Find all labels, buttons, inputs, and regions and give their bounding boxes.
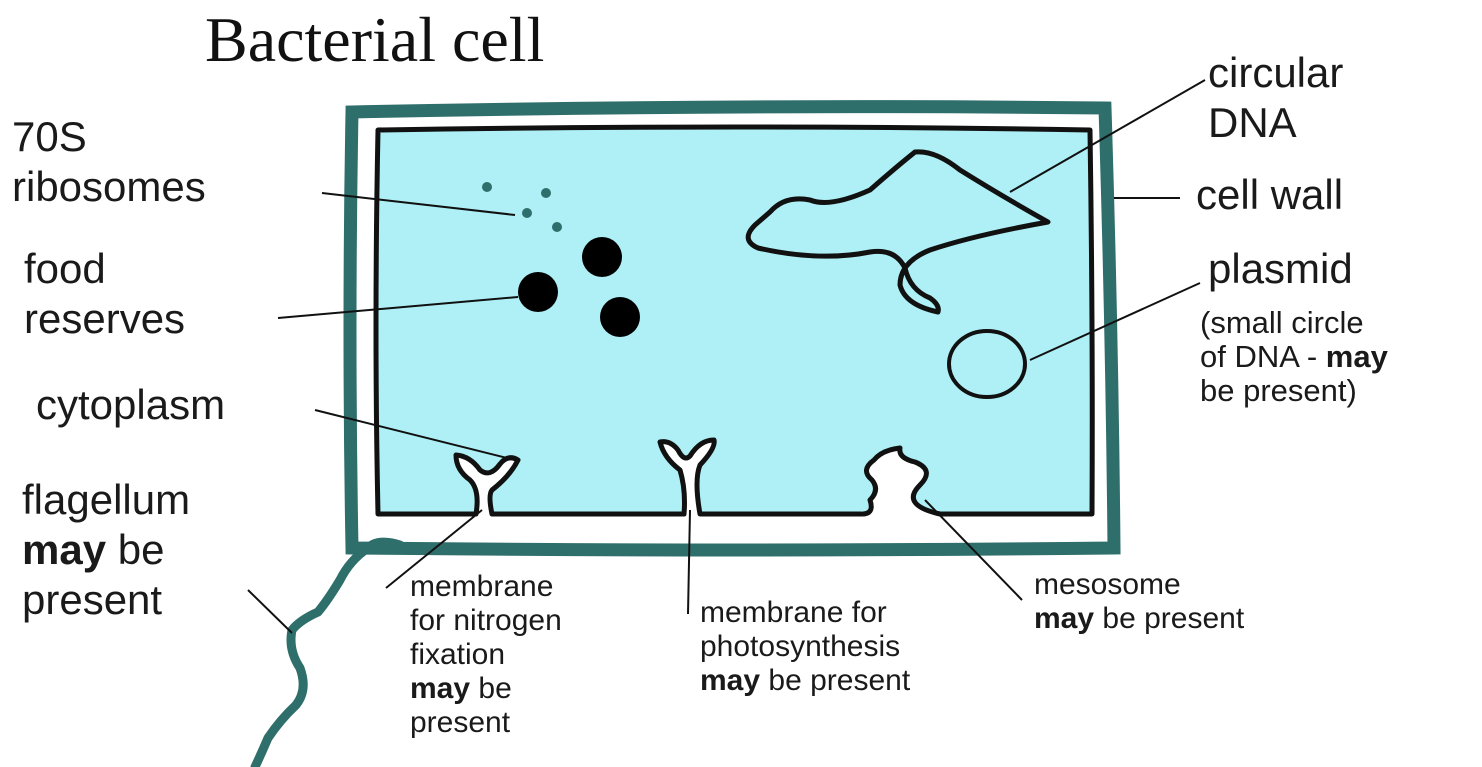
label-nitrogen-line1: membrane [410, 570, 562, 604]
label-nitrogen-be: be [470, 672, 512, 705]
label-ribosomes: 70S ribosomes [12, 112, 206, 212]
label-flagellum: flagellum may be present [22, 475, 190, 625]
label-cytoplasm: cytoplasm [36, 380, 225, 430]
label-nitrogen-line5: present [410, 706, 562, 740]
food-reserve [518, 272, 558, 312]
label-flagellum-line2: may be [22, 525, 190, 575]
ribosome [552, 222, 562, 232]
flagellum [255, 542, 400, 767]
label-circular-dna-line2: DNA [1208, 98, 1343, 148]
label-ribosomes-line1: 70S [12, 112, 206, 162]
diagram-title: Bacterial cell [205, 4, 544, 76]
label-nitrogen-line3: fixation [410, 638, 562, 672]
label-photosynthesis-line2: photosynthesis [700, 630, 910, 664]
food-reserve [600, 297, 640, 337]
label-photosynthesis-membrane: membrane for photosynthesis may be prese… [700, 596, 910, 698]
food-reserve [582, 237, 622, 277]
ribosome [541, 188, 551, 198]
label-nitrogen-line4: may be [410, 672, 562, 706]
label-food-reserves-line2: reserves [24, 294, 185, 344]
label-photosynthesis-be-present: be present [760, 664, 910, 697]
label-flagellum-line1: flagellum [22, 475, 190, 525]
label-cell-wall: cell wall [1196, 170, 1343, 220]
label-plasmid-note: (small circle of DNA - may be present) [1200, 306, 1388, 408]
label-nitrogen-membrane: membrane for nitrogen fixation may be pr… [410, 570, 562, 740]
label-photosynthesis-line1: membrane for [700, 596, 910, 630]
label-plasmid-may: may [1326, 339, 1388, 374]
label-photosynthesis-may: may [700, 664, 760, 697]
leader-flagellum [248, 590, 292, 633]
label-mesosome-be-present: be present [1094, 602, 1244, 635]
label-flagellum-be: be [106, 526, 164, 573]
label-photosynthesis-line3: may be present [700, 664, 910, 698]
label-circular-dna-line1: circular [1208, 48, 1343, 98]
label-food-reserves: food reserves [24, 244, 185, 344]
ribosome [522, 208, 532, 218]
label-mesosome-line1: mesosome [1034, 568, 1244, 602]
label-mesosome: mesosome may be present [1034, 568, 1244, 636]
label-plasmid-note-line3: be present) [1200, 374, 1388, 408]
label-plasmid: plasmid [1208, 244, 1353, 294]
label-mesosome-line2: may be present [1034, 602, 1244, 636]
label-nitrogen-line2: for nitrogen [410, 604, 562, 638]
label-flagellum-may: may [22, 526, 106, 573]
label-plasmid-of-dna: of DNA - [1200, 339, 1326, 374]
label-nitrogen-may: may [410, 672, 470, 705]
leader-photosynthesis-membrane [688, 510, 690, 614]
label-flagellum-line3: present [22, 575, 190, 625]
label-mesosome-may: may [1034, 602, 1094, 635]
label-circular-dna: circular DNA [1208, 48, 1343, 148]
label-plasmid-note-line2: of DNA - may [1200, 340, 1388, 374]
label-ribosomes-line2: ribosomes [12, 162, 206, 212]
label-food-reserves-line1: food [24, 244, 185, 294]
ribosome [482, 182, 492, 192]
label-plasmid-note-line1: (small circle [1200, 306, 1388, 340]
